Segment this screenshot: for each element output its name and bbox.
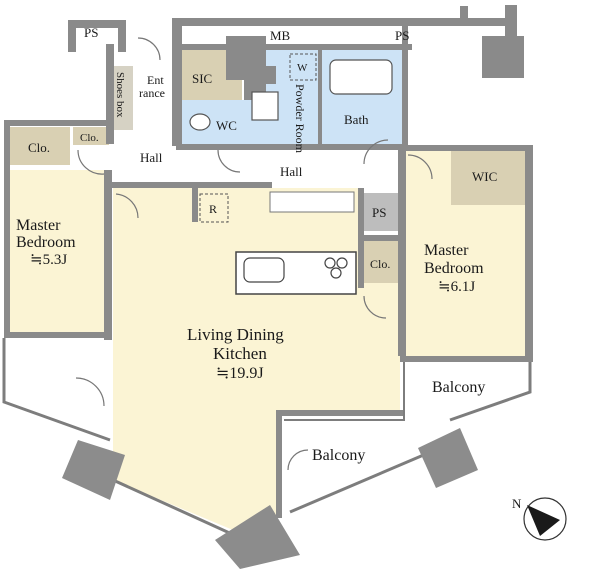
ps-top-left-label: PS	[84, 25, 98, 40]
ldk-label-line1: Living Dining	[187, 325, 284, 344]
ps-center-label: PS	[372, 205, 386, 220]
clo-left-2-floor	[73, 127, 109, 145]
right-bedroom-label-line1: Master	[424, 242, 469, 259]
clo-center-floor	[364, 241, 398, 283]
ldk-size: ≒19.9J	[216, 365, 264, 382]
left-bedroom-label-line2: Bedroom	[16, 234, 76, 251]
fridge-label: R	[209, 202, 217, 216]
kitchen-back-counter	[269, 191, 355, 213]
left-bedroom-floor	[10, 170, 106, 332]
clo-left-1-label: Clo.	[28, 140, 50, 155]
balcony-right-label: Balcony	[432, 379, 485, 396]
kitchen-sink	[243, 257, 285, 283]
ldk-label-line2: Kitchen	[213, 344, 267, 363]
shoes-box-floor	[111, 66, 133, 130]
right-bedroom-size: ≒6.1J	[438, 279, 475, 295]
mb-label: MB	[270, 28, 291, 43]
hall-center-label: Hall	[280, 164, 303, 179]
stove-icon	[324, 257, 348, 279]
balcony-bottom-label: Balcony	[312, 447, 365, 464]
left-bedroom-label-line1: Master	[16, 217, 61, 234]
washer-label: W	[297, 62, 308, 74]
wic-label: WIC	[472, 169, 497, 184]
wc-label: WC	[216, 118, 237, 133]
ps-top-right-label: PS	[395, 28, 409, 43]
entrance-label-line1: Ent	[147, 73, 164, 87]
bathtub	[329, 59, 393, 95]
doors	[75, 37, 433, 471]
ps-center-floor	[364, 193, 398, 231]
hall-left-label: Hall	[140, 150, 163, 165]
clo-left-1-floor	[10, 127, 70, 165]
entrance-label-line2: rance	[139, 86, 165, 100]
column-bottom	[215, 505, 300, 569]
wic-floor	[451, 150, 525, 205]
left-bedroom-size: ≒5.3J	[30, 252, 67, 268]
right-bedroom-label-line2: Bedroom	[424, 260, 484, 277]
balcony-outlines	[2, 338, 532, 542]
walls	[4, 5, 533, 518]
toilet-icon	[189, 113, 211, 131]
north-label: N	[512, 496, 522, 511]
clo-center-label: Clo.	[370, 257, 390, 271]
north-arrow-icon	[527, 505, 560, 536]
fridge-space	[199, 193, 229, 223]
washer-space	[289, 53, 317, 81]
shoes-box-label: Shoes box	[114, 72, 126, 118]
sic-label: SIC	[192, 71, 212, 86]
column-left	[62, 440, 125, 500]
bath-label: Bath	[344, 112, 369, 127]
column-right	[418, 428, 478, 488]
powder-sink-icon	[251, 91, 279, 121]
clo-left-2-label: Clo.	[80, 132, 99, 144]
powder-room-label: Powder Room	[293, 84, 307, 154]
north-compass: N	[512, 496, 567, 541]
